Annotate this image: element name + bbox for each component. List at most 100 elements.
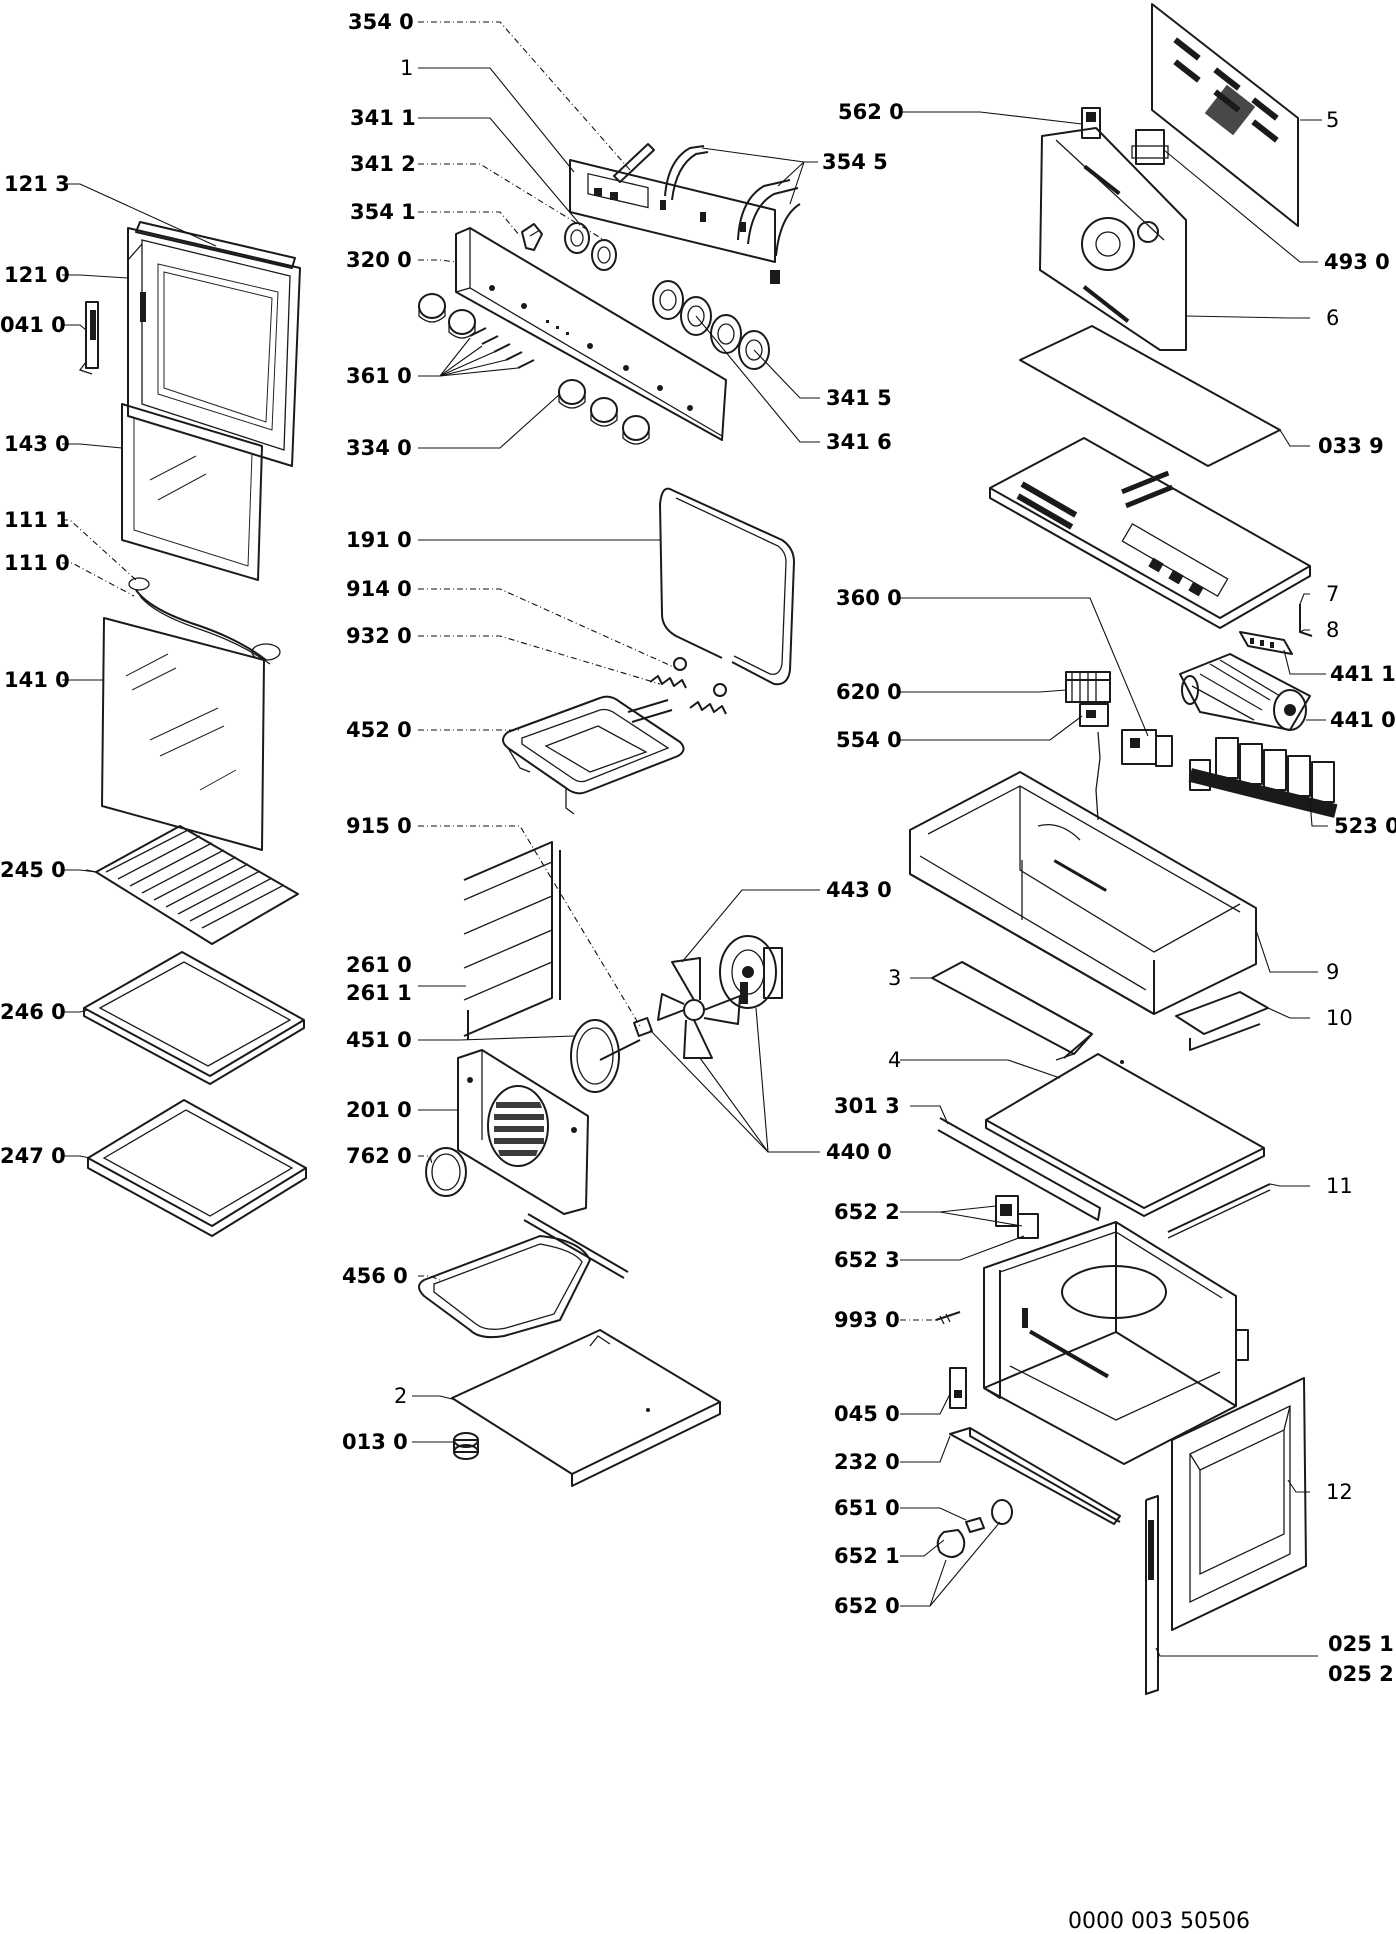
label-045-0: 045 0: [834, 1402, 900, 1426]
label-9: 9: [1326, 960, 1339, 984]
label-10: 10: [1326, 1006, 1353, 1030]
label-1: 1: [400, 56, 413, 80]
wiring-harness-board: [569, 145, 801, 284]
label-914-0: 914 0: [346, 577, 412, 601]
junction-bracket: [1081, 107, 1101, 139]
label-3: 3: [888, 966, 901, 990]
label-111-0: 111 0: [4, 551, 70, 575]
label-2: 2: [394, 1384, 407, 1408]
baking-tray: [83, 951, 305, 1085]
label-201-0: 201 0: [346, 1098, 412, 1122]
label-554-0: 554 0: [836, 728, 902, 752]
label-111-1: 111 1: [4, 508, 70, 532]
label-5: 5: [1326, 108, 1339, 132]
label-652-2: 652 2: [834, 1200, 900, 1224]
label-232-0: 232 0: [834, 1450, 900, 1474]
grill-element: [502, 695, 685, 815]
deep-roasting-pan: [87, 1099, 307, 1237]
tangential-fan: [1179, 653, 1311, 731]
label-441-1: 441 1: [1330, 662, 1396, 686]
top-cover-panel: [989, 437, 1311, 629]
label-762-0: 762 0: [346, 1144, 412, 1168]
label-143-0: 143 0: [4, 432, 70, 456]
insulation-sheet: [1019, 325, 1281, 467]
label-261-0: 261 0: [346, 953, 412, 977]
label-523-0: 523 0: [1334, 814, 1396, 838]
fan-blade: [657, 957, 741, 1059]
label-246-0: 246 0: [0, 1000, 66, 1024]
label-443-0: 443 0: [826, 878, 892, 902]
screw: [935, 1311, 961, 1325]
label-121-3: 121 3: [4, 172, 70, 196]
rod-11: [1167, 1183, 1271, 1239]
label-7: 7: [1326, 582, 1339, 606]
cavity-front-frame: [1171, 1377, 1307, 1631]
door-gasket-strip: [135, 221, 296, 269]
label-261-1: 261 1: [346, 981, 412, 1005]
oven-floor-plate: [451, 1329, 721, 1487]
label-620-0: 620 0: [836, 680, 902, 704]
control-housing-box: [909, 771, 1257, 1015]
oven-cavity: [983, 1221, 1249, 1465]
label-354-5: 354 5: [822, 150, 888, 174]
label-354-1: 354 1: [350, 200, 416, 224]
door-switch: [949, 1367, 967, 1409]
fan-heating-ring: [570, 1019, 641, 1093]
label-456-0: 456 0: [342, 1264, 408, 1288]
support-plate-4: [985, 1053, 1265, 1217]
label-341-2: 341 2: [350, 152, 416, 176]
inner-door-glass-frame: [121, 403, 263, 581]
label-341-1: 341 1: [350, 106, 416, 130]
label-440-0: 440 0: [826, 1140, 892, 1164]
fan-cover-plate: [457, 1049, 589, 1215]
outer-door-glass: [101, 617, 265, 851]
label-013-0: 013 0: [342, 1430, 408, 1454]
transformer: [1131, 129, 1169, 165]
label-025-1: 025 1: [1328, 1632, 1394, 1656]
label-360-0: 360 0: [836, 586, 902, 610]
lamp-cover-plate: [425, 1147, 467, 1197]
element-springs: [649, 657, 727, 715]
label-341-6: 341 6: [826, 430, 892, 454]
label-141-0: 141 0: [4, 668, 70, 692]
label-562-0: 562 0: [838, 100, 904, 124]
label-4: 4: [888, 1048, 901, 1072]
label-041-0: 041 0: [0, 313, 66, 337]
oven-door-seal: [659, 487, 795, 686]
label-11: 11: [1326, 1174, 1353, 1198]
part-labels-right: 562 0 5 493 0 6 033 9 360 0 7 8 441 1 62…: [834, 100, 1396, 1686]
leader-lines: [62, 21, 1328, 1657]
support-rail: [937, 1117, 1101, 1221]
bottom-heating-element: [418, 1213, 629, 1339]
part-labels-center: 354 0 1 341 1 341 2 354 1 320 0 361 0 33…: [342, 10, 892, 1454]
bracket-10: [1175, 991, 1269, 1051]
wire-shelf-rack: [85, 825, 299, 945]
adjustable-foot: [453, 1432, 479, 1460]
large-knob-discs: [652, 280, 770, 370]
label-652-0: 652 0: [834, 1594, 900, 1618]
thermostat-switches: [1065, 671, 1173, 821]
label-354-0: 354 0: [348, 10, 414, 34]
back-panel: [1039, 127, 1187, 351]
side-shelf-runner: [463, 841, 561, 1040]
label-247-0: 247 0: [0, 1144, 66, 1168]
front-bottom-rail: [949, 1427, 1121, 1525]
label-441-0: 441 0: [1330, 708, 1396, 732]
door-hinge: [78, 301, 99, 375]
label-191-0: 191 0: [346, 528, 412, 552]
door-handle: [128, 577, 281, 665]
bracket-3: [931, 961, 1093, 1061]
terminal-strip: [1239, 631, 1293, 655]
diagram-code: 0000 003 50506: [1068, 1909, 1250, 1934]
lamp-holder: [995, 1195, 1039, 1239]
label-493-0: 493 0: [1324, 250, 1390, 274]
label-341-5: 341 5: [826, 386, 892, 410]
fan-nut: [633, 1017, 653, 1037]
label-8: 8: [1326, 618, 1339, 642]
side-trim-strip: [1145, 1495, 1159, 1695]
label-245-0: 245 0: [0, 858, 66, 882]
label-652-1: 652 1: [834, 1544, 900, 1568]
label-320-0: 320 0: [346, 248, 412, 272]
label-12: 12: [1326, 1480, 1353, 1504]
